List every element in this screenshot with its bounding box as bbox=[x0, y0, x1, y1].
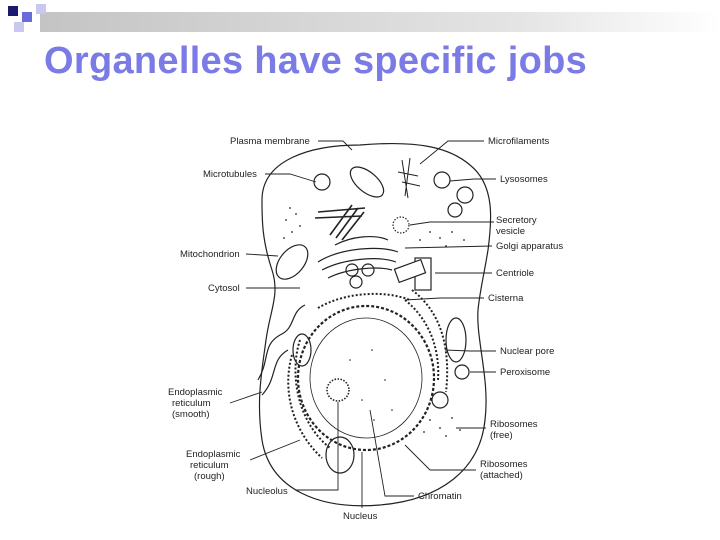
label-ribosomes-free-line1: Ribosomes bbox=[490, 419, 538, 430]
label-plasma-membrane: Plasma membrane bbox=[230, 136, 310, 147]
label-cisterna: Cisterna bbox=[488, 293, 524, 304]
mitochondrion-shape-5 bbox=[325, 436, 355, 474]
rough-er-shape bbox=[287, 289, 449, 459]
mitochondrion-shape-2 bbox=[349, 166, 385, 198]
label-mitochondrion: Mitochondrion bbox=[180, 249, 240, 260]
lysosome-shape-3 bbox=[456, 186, 474, 204]
label-microfilaments: Microfilaments bbox=[488, 136, 549, 147]
header-gradient-bar bbox=[40, 12, 720, 32]
secretory-vesicle-shape bbox=[392, 216, 410, 234]
label-er-rough-line3: (rough) bbox=[194, 471, 225, 482]
label-er-rough-line1: Endoplasmic bbox=[186, 449, 241, 460]
label-nucleolus: Nucleolus bbox=[246, 486, 288, 497]
slide-title: Organelles have specific jobs bbox=[44, 40, 588, 82]
nucleolus-shape bbox=[326, 378, 350, 402]
microtubules-shape bbox=[314, 204, 366, 241]
lysosome-shape-7 bbox=[361, 263, 375, 277]
label-er-smooth-line2: reticulum bbox=[172, 398, 211, 409]
header-square-mid bbox=[22, 12, 32, 22]
centriole-shape-2 bbox=[393, 258, 427, 284]
label-golgi-apparatus: Golgi apparatus bbox=[496, 241, 563, 252]
lysosome-shape-6 bbox=[345, 263, 359, 277]
label-microtubules: Microtubules bbox=[203, 169, 257, 180]
header-square-dark bbox=[8, 6, 18, 16]
lysosome-shape-8 bbox=[349, 275, 363, 289]
label-nuclear-pore: Nuclear pore bbox=[500, 346, 554, 357]
label-er-smooth-line1: Endoplasmic bbox=[168, 387, 223, 398]
lysosome-shape-1 bbox=[313, 173, 331, 191]
leader-lines bbox=[229, 140, 496, 508]
peroxisome-shape bbox=[454, 364, 470, 380]
label-cytosol: Cytosol bbox=[208, 283, 240, 294]
mitochondrion-shape-1 bbox=[275, 244, 309, 280]
label-ribosomes-attached-line2: (attached) bbox=[480, 470, 523, 481]
label-centriole: Centriole bbox=[496, 268, 534, 279]
label-nucleus: Nucleus bbox=[343, 511, 378, 522]
label-secretory-vesicle-line2: vesicle bbox=[496, 226, 525, 237]
nucleus-envelope-inner bbox=[309, 317, 423, 439]
lysosome-shape-5 bbox=[431, 391, 449, 409]
nucleus-envelope-outer bbox=[296, 304, 436, 452]
plasma-membrane-shape bbox=[258, 142, 492, 507]
label-er-rough-line2: reticulum bbox=[190, 460, 229, 471]
label-ribosomes-free-line2: (free) bbox=[490, 430, 513, 441]
mitochondrion-shape-4 bbox=[445, 317, 467, 363]
header-square-light bbox=[36, 4, 46, 14]
lysosome-shape-2 bbox=[433, 171, 451, 189]
header-square-light-2 bbox=[14, 22, 24, 32]
microfilaments-shape bbox=[397, 157, 421, 199]
ribosome-dots bbox=[283, 207, 465, 437]
label-lysosomes: Lysosomes bbox=[500, 174, 548, 185]
lysosome-shape-4 bbox=[447, 202, 463, 218]
golgi-shape bbox=[317, 235, 399, 279]
label-peroxisome: Peroxisome bbox=[500, 367, 550, 378]
smooth-er-shape bbox=[257, 304, 306, 396]
mitochondrion-shape-3 bbox=[292, 333, 312, 367]
header-decoration bbox=[8, 4, 720, 32]
label-secretory-vesicle-line1: Secretory bbox=[496, 215, 537, 226]
label-chromatin: Chromatin bbox=[418, 491, 462, 502]
label-ribosomes-attached-line1: Ribosomes bbox=[480, 459, 528, 470]
label-er-smooth-line3: (smooth) bbox=[172, 409, 209, 420]
